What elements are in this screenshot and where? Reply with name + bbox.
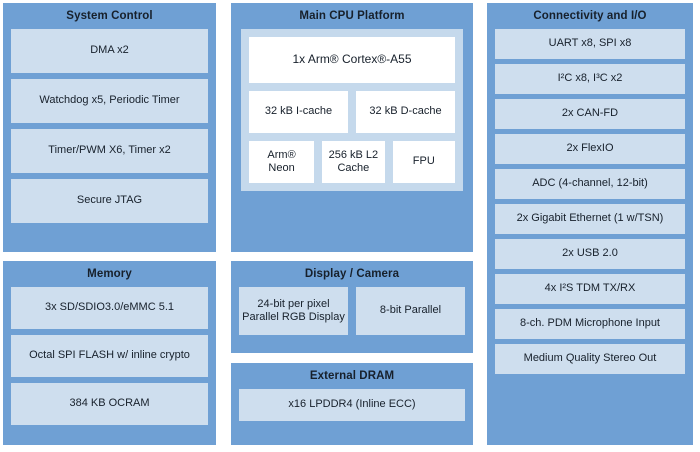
block-dma: DMA x2 [11, 28, 208, 73]
block-octal-spi-flash: Octal SPI FLASH w/ inline crypto [11, 334, 208, 377]
block-pdm-microphone: 8-ch. PDM Microphone Input [495, 308, 685, 339]
block-stereo-out: Medium Quality Stereo Out [495, 343, 685, 374]
panel-title-memory: Memory [87, 268, 132, 280]
block-can-fd: 2x CAN-FD [495, 98, 685, 129]
block-adc: ADC (4-channel, 12-bit) [495, 168, 685, 199]
connectivity-io-rows: UART x8, SPI x8 I²C x8, I³C x2 2x CAN-FD… [488, 28, 692, 386]
cpu-row-caches: 32 kB I-cache 32 kB D-cache [249, 90, 455, 133]
panel-title-main-cpu-platform: Main CPU Platform [299, 10, 405, 22]
panel-system-control: System Control DMA x2 Watchdog x5, Perio… [3, 3, 216, 252]
block-timer-pwm: Timer/PWM X6, Timer x2 [11, 128, 208, 173]
block-rgb-display: 24-bit per pixel Parallel RGB Display [239, 286, 348, 335]
external-dram-rows: x16 LPDDR4 (Inline ECC) [232, 388, 472, 428]
display-camera-row: 24-bit per pixel Parallel RGB Display 8-… [239, 286, 465, 335]
block-fpu: FPU [392, 140, 455, 183]
display-camera-rows: 24-bit per pixel Parallel RGB Display 8-… [232, 286, 472, 342]
block-ocram: 384 KB OCRAM [11, 382, 208, 425]
panel-title-display-camera: Display / Camera [304, 268, 400, 280]
block-usb: 2x USB 2.0 [495, 238, 685, 269]
cpu-inner-container: 1x Arm® Cortex®-A55 32 kB I-cache 32 kB … [241, 28, 463, 191]
block-secure-jtag: Secure JTAG [11, 178, 208, 223]
panel-external-dram: External DRAM x16 LPDDR4 (Inline ECC) [231, 363, 473, 445]
panel-title-system-control: System Control [66, 10, 153, 22]
block-arm-neon: Arm® Neon [249, 140, 315, 183]
block-i2s-tdm: 4x I²S TDM TX/RX [495, 273, 685, 304]
block-cortex-a55: 1x Arm® Cortex®-A55 [249, 36, 455, 83]
block-l2-cache: 256 kB L2 Cache [322, 140, 385, 183]
memory-rows: 3x SD/SDIO3.0/eMMC 5.1 Octal SPI FLASH w… [4, 286, 215, 432]
block-gigabit-ethernet: 2x Gigabit Ethernet (1 w/TSN) [495, 203, 685, 234]
panel-memory: Memory 3x SD/SDIO3.0/eMMC 5.1 Octal SPI … [3, 261, 216, 445]
block-8bit-parallel: 8-bit Parallel [356, 286, 465, 335]
block-i2c-i3c: I²C x8, I³C x2 [495, 63, 685, 94]
panel-title-external-dram: External DRAM [309, 370, 395, 382]
panel-display-camera: Display / Camera 24-bit per pixel Parall… [231, 261, 473, 353]
block-uart-spi: UART x8, SPI x8 [495, 28, 685, 59]
block-d-cache: 32 kB D-cache [356, 90, 455, 133]
block-sd-sdio-emmc: 3x SD/SDIO3.0/eMMC 5.1 [11, 286, 208, 329]
panel-title-connectivity-io: Connectivity and I/O [533, 10, 647, 22]
panel-connectivity-io: Connectivity and I/O UART x8, SPI x8 I²C… [487, 3, 693, 445]
block-lpddr4: x16 LPDDR4 (Inline ECC) [239, 388, 465, 421]
block-flexio: 2x FlexIO [495, 133, 685, 164]
block-watchdog-timer: Watchdog x5, Periodic Timer [11, 78, 208, 123]
block-i-cache: 32 kB I-cache [249, 90, 348, 133]
cpu-row-units: Arm® Neon 256 kB L2 Cache FPU [249, 140, 455, 183]
cpu-row-core: 1x Arm® Cortex®-A55 [249, 36, 455, 83]
panel-main-cpu-platform: Main CPU Platform 1x Arm® Cortex®-A55 32… [231, 3, 473, 252]
system-control-rows: DMA x2 Watchdog x5, Periodic Timer Timer… [4, 28, 215, 230]
